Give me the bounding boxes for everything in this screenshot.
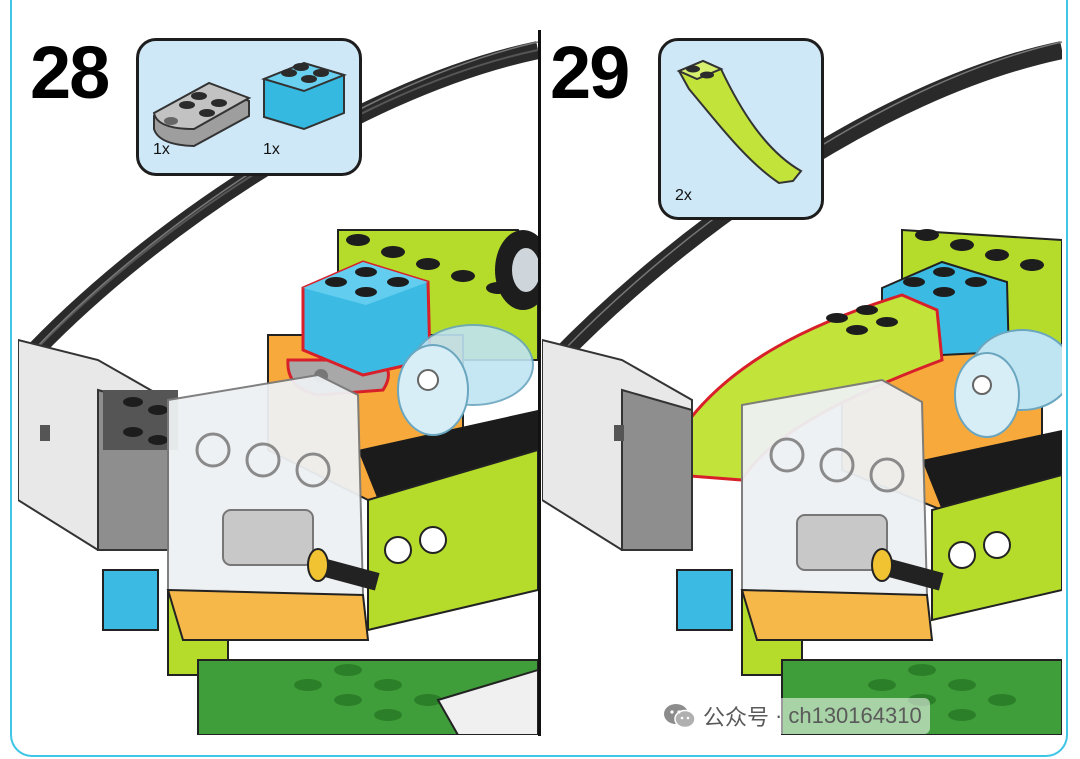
part-quantity: 1x xyxy=(263,141,280,158)
lime-curved-slope-part xyxy=(676,59,803,185)
azure-brick-part xyxy=(260,61,348,131)
watermark-channel: 公众号 xyxy=(703,705,770,730)
step-divider xyxy=(538,30,541,736)
part-quantity: 1x xyxy=(153,141,170,158)
parts-callout-artwork xyxy=(676,59,803,185)
watermark-separator: · xyxy=(775,703,783,728)
step-29-model-illustration xyxy=(542,41,1062,735)
step-28-panel: 28 xyxy=(18,30,538,735)
parts-callout: 2x xyxy=(658,38,824,220)
step-number: 28 xyxy=(30,31,110,114)
step-28-model-illustration xyxy=(18,41,538,735)
watermark: 公众号 · ch130164310 xyxy=(655,698,930,734)
page-frame xyxy=(10,0,1068,757)
wechat-icon xyxy=(664,704,696,729)
parts-callout: 1x 1x xyxy=(136,38,362,176)
watermark-account: ch130164310 xyxy=(788,703,922,728)
gray-plate-part xyxy=(152,81,252,148)
part-quantity: 2x xyxy=(675,187,692,204)
step-29-panel: 29 2x xyxy=(542,30,1062,735)
parts-callout-artwork xyxy=(152,61,348,148)
step-number: 29 xyxy=(550,31,630,114)
